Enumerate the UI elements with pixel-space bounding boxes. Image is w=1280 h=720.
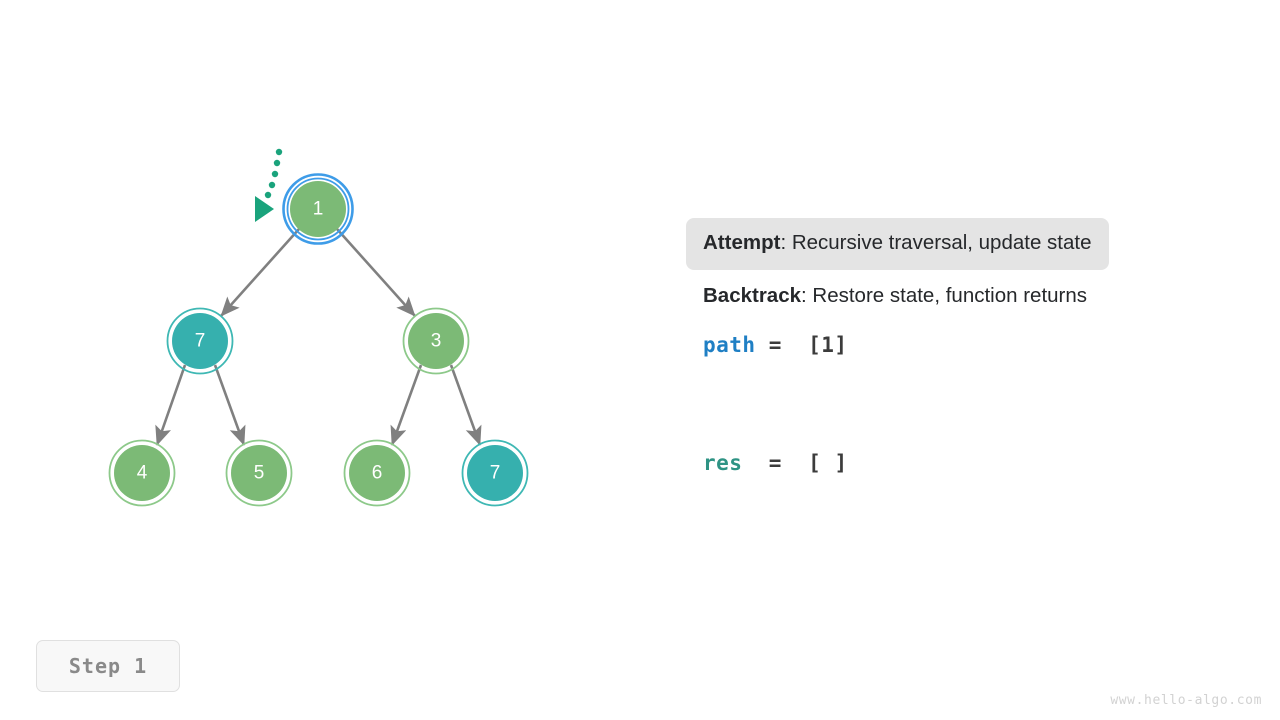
- legend-panel: Attempt: Recursive traversal, update sta…: [686, 218, 1206, 306]
- legend-attempt-text: : Recursive traversal, update state: [780, 231, 1092, 254]
- node-circle: [349, 445, 405, 501]
- legend-attempt-label: Attempt: [703, 231, 781, 254]
- legend-backtrack-label: Backtrack: [703, 283, 802, 307]
- pointer-dot: [264, 191, 272, 199]
- edge-n1-n2: [220, 228, 300, 317]
- node-value: 7: [490, 463, 501, 484]
- node-outer-ring: [461, 439, 529, 507]
- node-inner-ring: [286, 177, 350, 241]
- node-value: 5: [254, 463, 265, 484]
- watermark: www.hello-algo.com: [1110, 693, 1262, 708]
- node-circle: [408, 313, 464, 369]
- step-badge: Step 1: [36, 640, 180, 692]
- state-path-value: = [1]: [755, 333, 848, 357]
- node-highlight-ring: [282, 173, 354, 245]
- tree-node-n6[interactable]: 6: [343, 439, 411, 507]
- node-outer-ring: [108, 439, 176, 507]
- edge-n2-n5: [213, 364, 246, 446]
- state-res-value: = [ ]: [742, 451, 848, 475]
- legend-backtrack-text: : Restore state, function returns: [801, 283, 1088, 307]
- node-value: 3: [431, 331, 442, 352]
- node-circle: [231, 445, 287, 501]
- node-circle: [114, 445, 170, 501]
- node-circle: [290, 181, 346, 237]
- edge-n2-n4: [155, 364, 187, 446]
- tree-node-n7[interactable]: 7: [461, 439, 529, 507]
- state-path-line: path = [1]: [703, 333, 848, 357]
- node-circle: [467, 445, 523, 501]
- state-res-line: res = [ ]: [703, 451, 848, 475]
- state-path-variable: path: [703, 333, 756, 357]
- node-value: 7: [195, 331, 206, 352]
- pointer-dot: [273, 159, 281, 167]
- tree-edges: [155, 228, 482, 446]
- tree-node-n3[interactable]: 3: [402, 307, 470, 375]
- pointer-dot: [271, 170, 279, 178]
- pointer-triangle-icon: [255, 196, 274, 222]
- state-res-variable: res: [703, 451, 743, 475]
- node-value: 6: [372, 463, 383, 484]
- pointer-dot: [275, 148, 283, 156]
- node-outer-ring: [343, 439, 411, 507]
- node-outer-ring: [166, 307, 234, 375]
- node-outer-ring: [402, 307, 470, 375]
- edge-n3-n6: [390, 364, 423, 446]
- tree-node-n1[interactable]: 1: [282, 173, 354, 245]
- edge-n1-n3: [336, 228, 416, 317]
- tree-node-n5[interactable]: 5: [225, 439, 293, 507]
- edge-n3-n7: [449, 364, 482, 446]
- node-value: 1: [313, 199, 324, 220]
- node-outer-ring: [225, 439, 293, 507]
- legend-backtrack-row: Backtrack: Restore state, function retur…: [686, 283, 1206, 307]
- pointer-dotted-arrow: [255, 148, 283, 222]
- node-circle: [172, 313, 228, 369]
- tree-node-n4[interactable]: 4: [108, 439, 176, 507]
- tree-node-n2[interactable]: 7: [166, 307, 234, 375]
- pointer-dot: [268, 181, 276, 189]
- node-value: 4: [137, 463, 148, 484]
- legend-attempt-row: Attempt: Recursive traversal, update sta…: [686, 218, 1109, 270]
